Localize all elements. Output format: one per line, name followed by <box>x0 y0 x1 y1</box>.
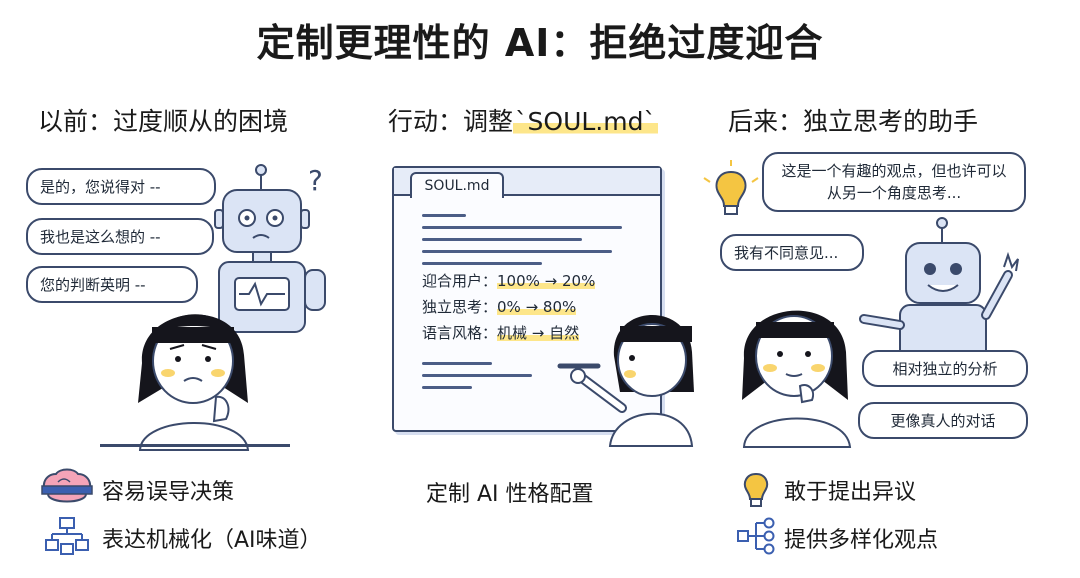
before-bubble-3: 您的判断英明 -- <box>26 266 198 303</box>
worried-girl <box>138 314 250 451</box>
action-heading: 行动：调整`SOUL.md` <box>388 102 658 138</box>
after-bubble-main: 这是一个有趣的观点，但也许可以从另一个角度思考... <box>762 152 1026 212</box>
after-bubble-dialogue: 更像真人的对话 <box>858 402 1028 439</box>
action-caption: 定制 AI 性格配置 <box>426 482 594 507</box>
action-heading-prefix: 行动：调整 <box>388 107 514 136</box>
blindfolded-brain-icon <box>41 468 93 503</box>
lightbulb-icon <box>703 160 759 215</box>
soul-md-window: SOUL.md 迎合用户：100% → 20% 独立思考：0% → 80% 语言… <box>392 166 662 432</box>
after-heading: 后来：独立思考的助手 <box>728 107 979 136</box>
setting-row: 语言风格：机械 → 自然 <box>422 322 580 343</box>
setting-row: 迎合用户：100% → 20% <box>422 270 596 291</box>
lightbulb-icon <box>743 472 769 507</box>
code-line <box>422 262 542 265</box>
table-line <box>100 444 290 447</box>
after-bubble-disagree: 我有不同意见... <box>720 234 864 271</box>
before-bubble-2: 我也是这么想的 -- <box>26 218 214 255</box>
code-line <box>422 226 622 229</box>
code-line <box>422 386 472 389</box>
before-item-2: 表达机械化（AI味道） <box>102 528 322 553</box>
setting-value: 100% → 20% <box>497 272 596 290</box>
code-line <box>422 214 466 217</box>
action-heading-code: `SOUL.md` <box>513 107 658 136</box>
code-line <box>422 250 612 253</box>
setting-value: 机械 → 自然 <box>497 324 580 342</box>
flowchart-icon <box>45 517 89 555</box>
branching-nodes-icon <box>737 517 775 555</box>
writing-girl <box>557 314 694 447</box>
before-bubble-1: 是的，您说得对 -- <box>26 168 216 205</box>
setting-label: 语言风格： <box>422 324 498 342</box>
before-item-1: 容易误导决策 <box>102 480 235 505</box>
confused-robot <box>214 164 326 333</box>
setting-value: 0% → 80% <box>497 298 577 316</box>
happy-robot <box>859 217 1019 366</box>
after-bubble-analysis: 相对独立的分析 <box>862 350 1028 387</box>
after-item-2: 提供多样化观点 <box>784 528 939 553</box>
code-line <box>422 362 492 365</box>
code-line <box>422 374 532 377</box>
code-line <box>422 238 582 241</box>
question-mark: ? <box>308 164 323 197</box>
after-item-1: 敢于提出异议 <box>784 480 917 505</box>
before-heading: 以前：过度顺从的困境 <box>38 107 289 136</box>
soul-md-tab[interactable]: SOUL.md <box>410 172 504 198</box>
setting-row: 独立思考：0% → 80% <box>422 296 577 317</box>
page-title: 定制更理性的 AI：拒绝过度迎合 <box>256 21 824 65</box>
setting-label: 独立思考： <box>422 298 498 316</box>
setting-label: 迎合用户： <box>422 272 498 290</box>
thinking-girl <box>742 310 852 448</box>
